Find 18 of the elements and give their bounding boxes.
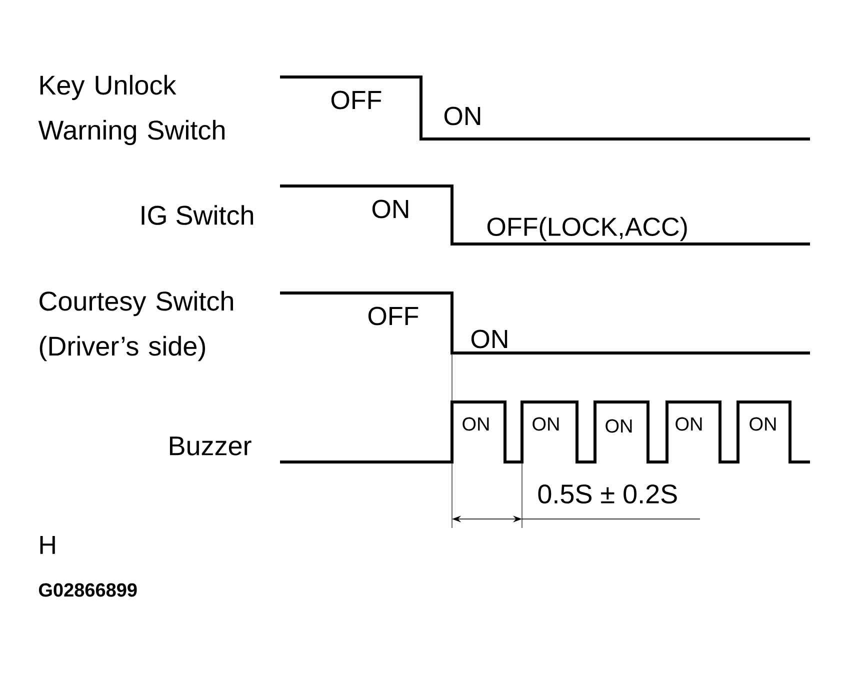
- signal-label: Key Unlock Warning Switch: [38, 74, 224, 146]
- state-label: ON: [750, 417, 776, 431]
- state-label: OFF(LOCK,ACC): [487, 216, 687, 242]
- state-label: ON: [444, 106, 480, 126]
- state-label: OFF: [331, 90, 382, 110]
- state-label: ON: [606, 419, 632, 433]
- state-label: ON: [462, 417, 489, 431]
- state-label: OFF: [368, 306, 418, 326]
- state-label: ON: [676, 417, 702, 431]
- dimension-label: 0.5S ± 0.2S: [538, 484, 677, 504]
- state-label: ON: [471, 330, 508, 348]
- signal-label: IG Switch: [142, 205, 254, 225]
- signal-label: Buzzer: [170, 436, 252, 456]
- state-label: ON: [372, 200, 408, 218]
- state-label: ON: [532, 417, 559, 431]
- figure-code: G02866899: [39, 583, 137, 597]
- signal-label: Courtesy Switch (Driver’s side): [40, 290, 233, 362]
- note-label: H: [40, 536, 55, 554]
